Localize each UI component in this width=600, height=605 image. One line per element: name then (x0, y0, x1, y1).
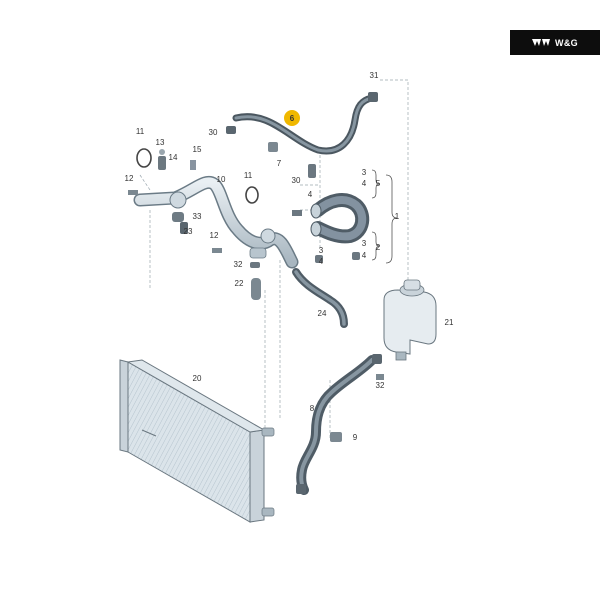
callout-4: 4 (362, 179, 367, 188)
callout-11: 11 (136, 127, 145, 136)
callout-2: 2 (376, 243, 381, 252)
radiator-20 (119, 359, 275, 523)
callout-12: 12 (210, 231, 219, 240)
callout-33: 33 (193, 212, 202, 221)
callout-11: 11 (244, 171, 253, 180)
brand-text: W&G (555, 37, 578, 48)
callout-24: 24 (318, 309, 327, 318)
brand-badge: W&G (510, 30, 600, 55)
callout-6-highlighted: 6 (290, 114, 295, 123)
highlight-marker (284, 110, 300, 126)
callout-30: 30 (209, 128, 218, 137)
callout-7: 7 (277, 159, 282, 168)
callout-31: 31 (370, 71, 379, 80)
small-fittings-left (128, 148, 323, 300)
hose-8 (296, 354, 384, 495)
callout-14: 14 (169, 153, 178, 162)
group-bracket-1 (371, 169, 398, 264)
callout-21: 21 (445, 318, 454, 327)
callout-4: 4 (362, 251, 367, 260)
callout-20: 20 (193, 374, 202, 383)
callout-22: 22 (235, 279, 244, 288)
callout-23: 23 (184, 227, 193, 236)
callout-3: 3 (362, 239, 367, 248)
callout-4: 4 (319, 257, 324, 266)
callout-15: 15 (193, 145, 202, 154)
callout-1: 1 (395, 212, 400, 221)
callout-3: 3 (362, 168, 367, 177)
callout-8: 8 (310, 404, 315, 413)
callout-10: 10 (217, 175, 226, 184)
callout-32: 32 (234, 260, 243, 269)
callout-30: 30 (292, 176, 301, 185)
callout-4: 4 (308, 190, 313, 199)
callout-9: 9 (353, 433, 358, 442)
callout-12: 12 (125, 174, 134, 183)
expansion-tank-21 (383, 279, 437, 361)
hose-assembly-2-5 (310, 193, 370, 260)
callout-5: 5 (376, 179, 381, 188)
callout-3: 3 (319, 246, 324, 255)
hose-24 (292, 268, 348, 328)
hose-6 (226, 92, 378, 178)
wings-logo-icon (532, 38, 551, 47)
callout-13: 13 (156, 138, 165, 147)
callout-32: 32 (376, 381, 385, 390)
coolant-pipe-10 (133, 176, 299, 269)
